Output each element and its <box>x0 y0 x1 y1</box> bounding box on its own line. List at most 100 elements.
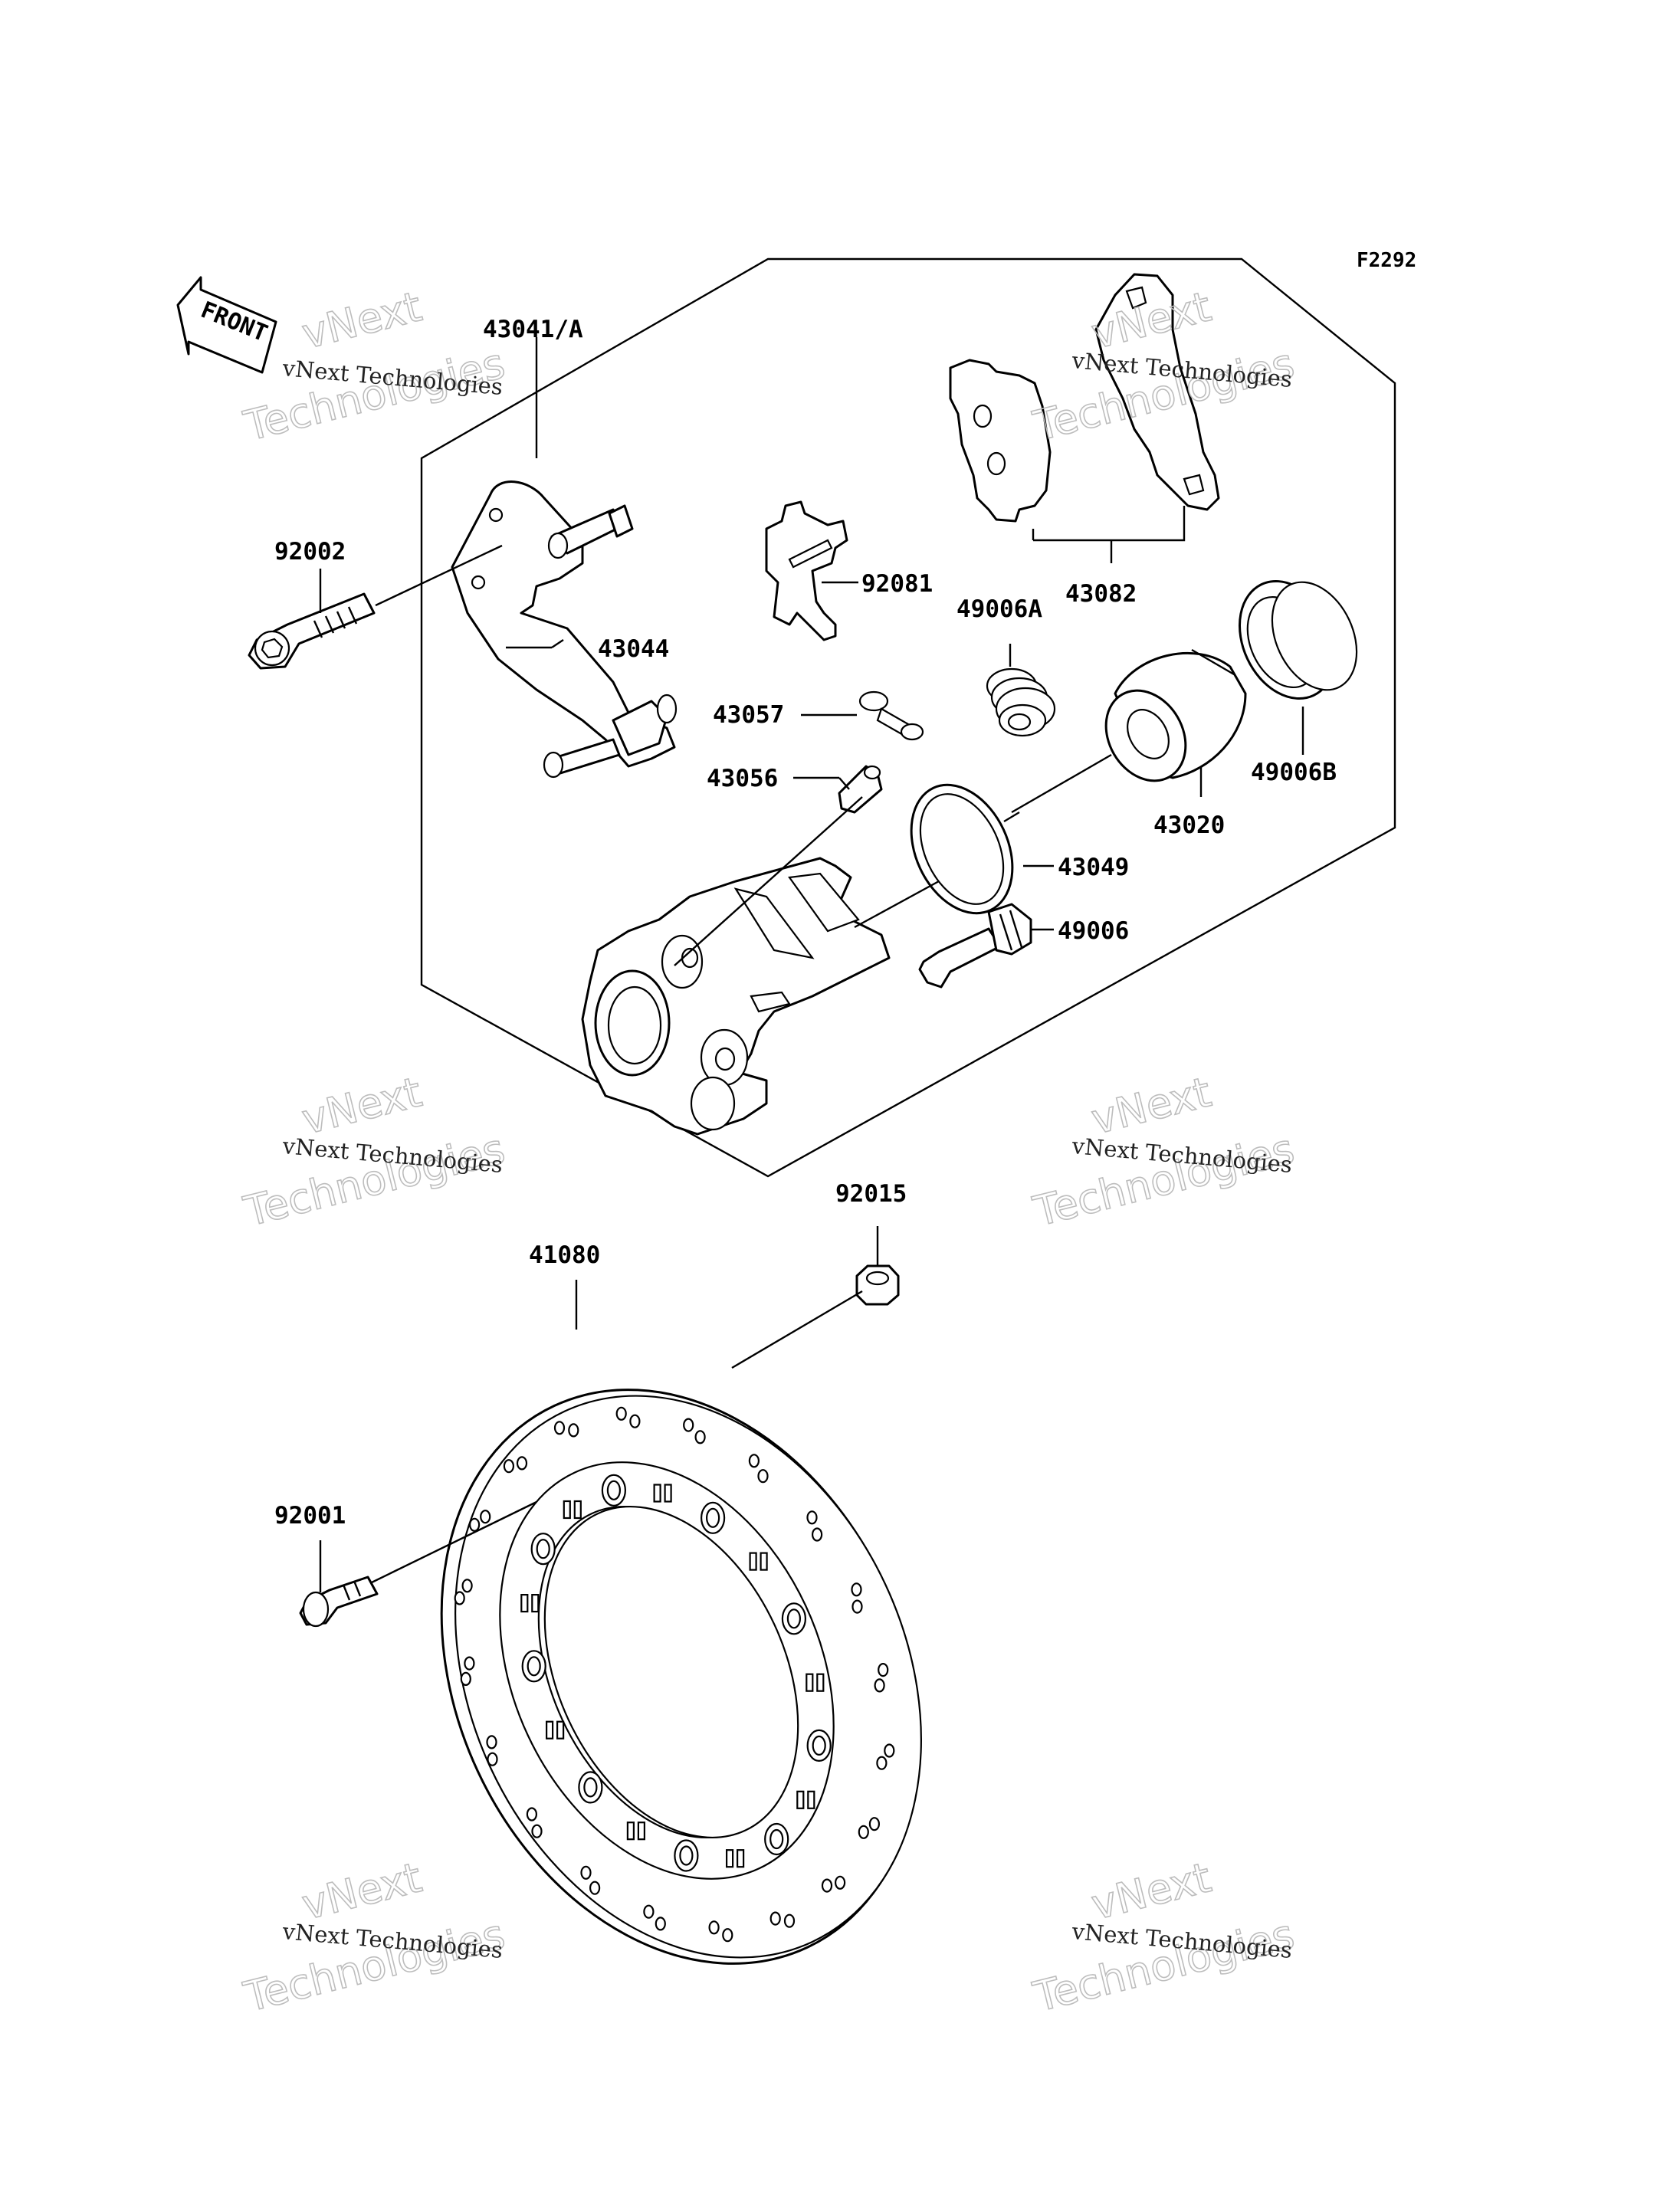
disc-slot <box>807 1790 815 1809</box>
watermark-3: vNext Technologies vNext Technologies <box>238 1067 510 1237</box>
disc-drill-hole <box>580 1865 592 1880</box>
disc-drill-hole <box>851 1582 862 1597</box>
front-arrow: FRONT <box>176 276 277 374</box>
label-49006b: 49006B <box>1251 759 1337 786</box>
disc-slot <box>556 1720 565 1740</box>
label-43082: 43082 <box>1065 580 1137 608</box>
disc-drill-hole <box>708 1920 720 1935</box>
label-43044: 43044 <box>598 635 669 663</box>
leader-lines <box>319 337 1304 1592</box>
disc-drill-hole <box>884 1743 895 1758</box>
disc-drill-hole <box>806 1510 818 1525</box>
disc-slot <box>520 1594 529 1613</box>
disc-drill-hole <box>821 1878 833 1893</box>
disc-drill-hole <box>783 1913 796 1928</box>
watermark-6: vNext Technologies vNext Technologies <box>1028 1853 1299 2022</box>
disc-slot <box>545 1720 554 1740</box>
disc-drill-hole <box>553 1421 566 1435</box>
caliper-body <box>581 857 891 1136</box>
disc-rivet-hole <box>536 1539 550 1559</box>
disc-drill-hole <box>464 1656 475 1671</box>
disc-slot <box>664 1484 672 1503</box>
disc-slot <box>637 1822 646 1841</box>
disc-drill-hole <box>876 1756 888 1770</box>
label-92001: 92001 <box>274 1502 346 1530</box>
boot-49006a <box>986 667 1056 737</box>
disc-slot <box>749 1552 757 1571</box>
disc-rivet-hole <box>606 1480 622 1500</box>
bolt-92002 <box>248 592 376 670</box>
disc-drill-hole <box>461 1579 473 1593</box>
disc-drill-hole <box>503 1459 515 1474</box>
disc-drill-hole <box>468 1517 481 1532</box>
disc-drill-hole <box>769 1911 781 1926</box>
disc-drill-hole <box>834 1875 846 1890</box>
disc-drill-hole <box>568 1423 579 1438</box>
disc-drill-hole <box>526 1807 538 1822</box>
label-92081: 92081 <box>861 570 933 598</box>
svg-text:vNext: vNext <box>297 1067 426 1143</box>
watermark-5: vNext Technologies vNext Technologies <box>238 1853 510 2022</box>
svg-text:vNext: vNext <box>1087 1853 1216 1929</box>
disc-drill-hole <box>722 1928 733 1943</box>
disc-rivet-hole <box>705 1507 720 1528</box>
caliper-bracket <box>451 480 678 779</box>
disc-slot <box>573 1500 582 1520</box>
disc-drill-hole <box>516 1456 528 1471</box>
disc-rivet-hole <box>786 1608 802 1629</box>
disc-drill-hole <box>487 1752 498 1766</box>
disc-slot <box>760 1552 768 1571</box>
disc-slot <box>653 1484 661 1503</box>
svg-text:vNext: vNext <box>1087 1067 1216 1143</box>
disc-slot <box>563 1500 571 1520</box>
piston-seal <box>910 783 1014 915</box>
part-labels: 43041/A 92002 43044 92081 43082 49006A 4… <box>274 316 1337 1530</box>
disc-drill-hole <box>589 1881 601 1895</box>
disc-drill-hole <box>874 1678 885 1693</box>
disc-drill-hole <box>694 1430 706 1444</box>
disc-drill-hole <box>878 1663 889 1677</box>
disc-slot <box>725 1849 734 1868</box>
label-43041a: 43041/A <box>483 316 583 343</box>
label-43056: 43056 <box>707 765 778 792</box>
label-92002: 92002 <box>274 538 346 566</box>
disc-drill-hole <box>851 1599 863 1614</box>
disc-rivet-hole <box>812 1735 826 1756</box>
seal-49006b <box>1239 579 1358 700</box>
disc-drill-hole <box>643 1904 655 1919</box>
disc-slot <box>796 1790 805 1809</box>
disc-rivet-hole <box>583 1777 598 1798</box>
disc-drill-hole <box>454 1591 465 1605</box>
watermark-1: vNext Technologies vNext Technologies <box>238 282 510 451</box>
disc-drill-hole <box>629 1414 641 1428</box>
svg-text:vNext: vNext <box>297 1853 426 1929</box>
svg-text:vNext: vNext <box>297 282 426 358</box>
brake-disc <box>440 1389 922 1965</box>
brake-pads <box>949 273 1220 523</box>
disc-drill-hole <box>486 1735 497 1749</box>
label-49006: 49006 <box>1058 917 1129 945</box>
figure-code: F2292 <box>1357 249 1416 272</box>
disc-drill-hole <box>615 1406 627 1421</box>
label-41080: 41080 <box>529 1241 600 1269</box>
disc-slot <box>816 1673 825 1692</box>
disc-slot <box>736 1849 745 1868</box>
label-43057: 43057 <box>713 701 784 729</box>
pin-bolt <box>918 903 1032 989</box>
disc-slot <box>806 1673 814 1692</box>
bleeder-cap <box>858 690 924 741</box>
disc-drill-hole <box>683 1418 694 1432</box>
bolt-92001 <box>299 1576 379 1628</box>
bleeder-valve <box>838 765 883 814</box>
pad-spring <box>765 500 848 641</box>
disc-drill-hole <box>531 1824 543 1838</box>
piston <box>1104 648 1247 782</box>
disc-rivet-hole <box>527 1656 541 1677</box>
disc-drill-hole <box>811 1527 823 1542</box>
caliper-assembly-outline <box>420 257 1396 1178</box>
disc-drill-hole <box>460 1671 471 1686</box>
disc-rivet-hole <box>679 1845 694 1866</box>
disc-drill-hole <box>858 1825 869 1839</box>
disc-slot <box>531 1594 540 1613</box>
